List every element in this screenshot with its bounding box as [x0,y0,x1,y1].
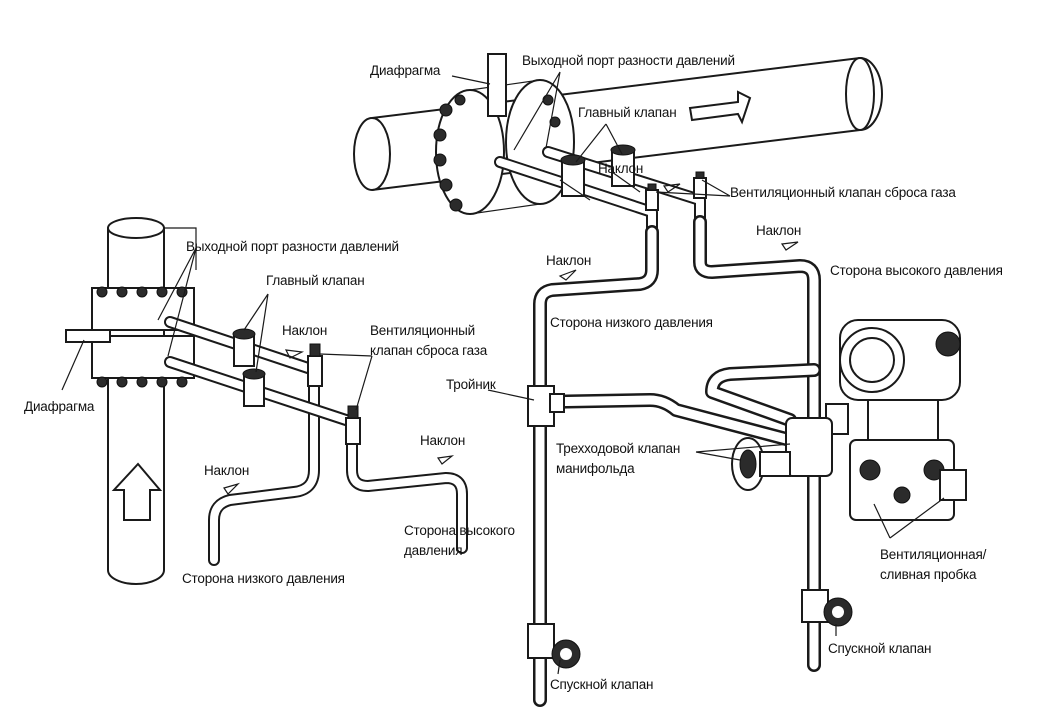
label-dp-port-left: Выходной порт разности давлений [186,239,399,254]
label-low-side-left: Сторона низкого давления [182,571,345,586]
label-main-valve-left: Главный клапан [266,273,365,288]
top-impulse-lines [494,146,821,707]
drain-valve-right [801,589,853,627]
drain-valve-center [527,623,581,669]
label-high-side-left-line1: Сторона высокого [404,523,515,538]
label-vent-drain-line1: Вентиляционная/ [880,547,987,562]
label-slope-top-3: Наклон [546,253,592,268]
flow-arrow-icon [688,90,752,125]
label-slope-left-2: Наклон [420,433,466,448]
transmitter-icon [825,319,967,521]
valve-handwheel-icon [232,328,266,407]
label-drain-valve-center: Спускной клапан [550,677,654,692]
tee-fitting [527,385,565,427]
left-orifice-flange [65,286,195,388]
label-main-valve-top: Главный клапан [578,105,677,120]
label-vent-valve-left-line1: Вентиляционный [370,323,476,338]
label-vent-valve-top: Вентиляционный клапан сброса газа [730,185,956,200]
label-slope-left-1: Наклон [282,323,328,338]
label-orifice-left: Диафрагма [24,399,95,414]
label-tee: Тройник [446,377,496,392]
label-slope-left-3: Наклон [204,463,250,478]
left-impulse-lines [164,316,468,566]
vent-plug-icon [645,171,707,211]
label-low-side-center: Сторона низкого давления [550,315,713,330]
label-manifold-line1: Трехходовой клапан [556,441,681,456]
manifold-block [731,417,833,491]
label-drain-valve-right: Спускной клапан [828,641,932,656]
label-slope-top-1: Наклон [598,161,644,176]
leader-lines [61,71,945,675]
label-orifice-top: Диафрагма [370,63,441,78]
label-dp-port-top: Выходной порт разности давлений [522,53,735,68]
label-manifold-line2: манифольда [556,461,635,476]
vent-plug-icon [307,343,361,445]
label-vent-valve-left-line2: клапан сброса газа [370,343,488,358]
label-vent-drain-line2: сливная пробка [880,567,977,582]
slope-arrow-icon [223,183,799,495]
flow-arrow-icon [111,462,163,521]
label-high-side-right: Сторона высокого давления [830,263,1003,278]
label-high-side-left-line2: давления [404,543,463,558]
label-slope-top-2: Наклон [756,223,802,238]
